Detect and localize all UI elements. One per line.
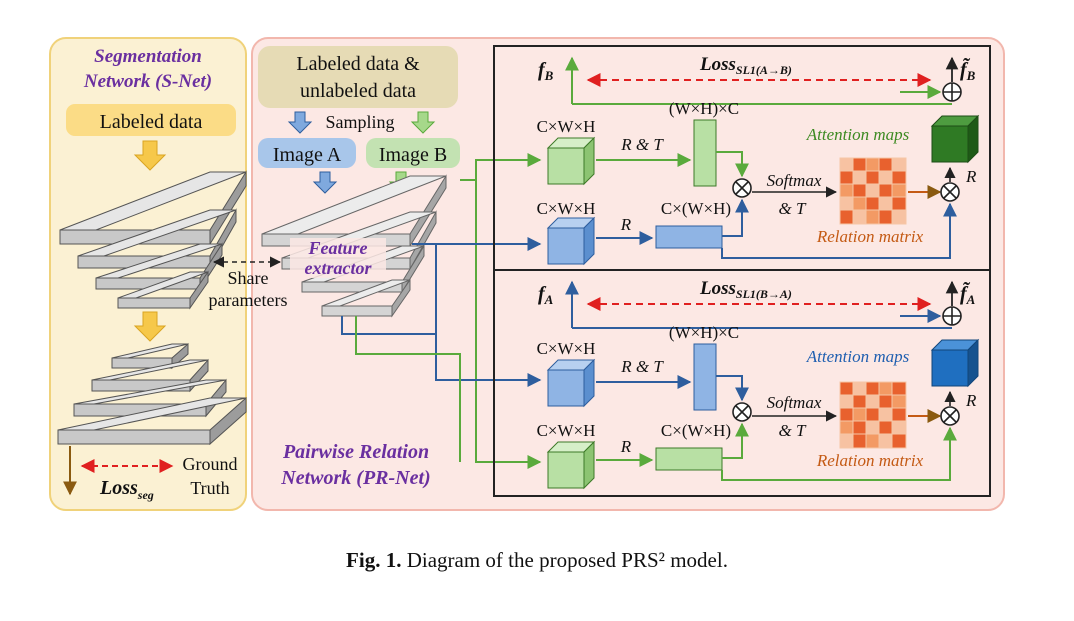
attention-maps-label: Attention maps [806,347,910,366]
sampling-label: Sampling [325,112,394,132]
ftilde-b-label: f̃B [960,57,976,83]
feature-cube-blue [546,216,596,266]
down-arrow-icon [133,140,167,171]
r-label: R [620,215,632,234]
relation-matrix-label: Relation matrix [816,451,924,470]
multiply-icon-glyph [943,409,957,423]
down-arrow-icon [312,171,338,194]
whc-label: (W×H)×C [669,323,739,342]
snet-title-line2: Network (S-Net) [83,71,212,92]
image-b-box [366,138,460,168]
reshaped-feature-green [693,119,717,187]
fb-label: fB [538,59,554,83]
cwh-label-1: C×W×H [537,117,596,136]
feature-cube-green [546,136,596,186]
image-b-label: Image B [379,144,447,166]
data-source-box [258,46,458,108]
cwh-label-1: C×W×H [537,339,596,358]
and-t-label: & T [779,421,807,440]
feature-cube-green [546,440,596,490]
blue-bypass-line [721,202,957,259]
rt-label: R & T [620,357,664,376]
relation-matrix [839,381,907,449]
encoder-stack [59,170,247,310]
image-a-box [258,138,356,168]
down-arrow-icon [133,311,167,342]
caption-text: Diagram of the proposed PRS² model. [406,548,728,572]
down-arrow-icon [410,111,436,134]
data-source-line2: unlabeled data [300,80,416,102]
r-label: R [620,437,632,456]
decoder-stack [57,342,247,446]
feature-extractor-line2: extractor [305,258,373,278]
ground-truth-line1: Ground [183,454,238,474]
attention-cube-blue [930,338,980,388]
labeled-data-label: Labeled data [100,111,203,133]
attention-cube-green [930,114,980,164]
softmax-label: Softmax [767,393,822,412]
feature-cube-blue [546,358,596,408]
relation-matrix-label: Relation matrix [816,227,924,246]
fa-label: fA [538,283,554,307]
share-label-line2: parameters [209,290,288,310]
image-a-label: Image A [273,144,342,166]
ground-truth-line2: Truth [190,478,229,498]
data-source-line1: Labeled data & [296,53,420,75]
cwh-flat-label: C×(W×H) [661,421,731,440]
ftilde-a-label: f̃A [960,281,976,307]
multiply-icon-glyph [943,185,957,199]
r-up-label: R [965,391,977,410]
prnet-title-line1: Pairwise Relation [282,441,429,463]
feature-extractor-label-bg [290,238,386,278]
prnet-title-line2: Network (PR-Net) [280,467,430,489]
loss-seg-label: Lossseg [99,477,154,502]
routing-lines [341,153,542,469]
green-bypass-line [721,426,957,481]
snet-title-line1: Segmentation [94,46,202,67]
multiply-icon-glyph [735,405,749,419]
blue-to-mult [722,198,749,237]
snet-panel [49,37,247,511]
branch-a-box [493,269,991,497]
whc-label: (W×H)×C [669,99,739,118]
green-to-mult [722,422,749,459]
blue-to-mult [716,375,749,402]
cwh-label-2: C×W×H [537,199,596,218]
attention-maps-label: Attention maps [806,125,910,144]
cwh-flat-label: C×(W×H) [661,199,731,218]
feature-extractor-line1: Feature [307,238,367,258]
prs2-diagram: Segmentation Network (S-Net) Labeled dat… [49,37,1005,511]
and-t-label: & T [779,199,807,218]
cwh-label-2: C×W×H [537,421,596,440]
plus-icon-glyph [943,83,961,101]
green-to-mult [716,151,749,178]
down-arrow-icon [287,111,313,134]
softmax-label: Softmax [767,171,822,190]
share-label-line1: Share [228,268,269,288]
figure-caption: Fig. 1. Diagram of the proposed PRS² mod… [0,548,1074,573]
r-up-label: R [965,167,977,186]
multiply-icon-glyph [735,181,749,195]
relation-matrix [839,157,907,225]
reshaped-feature-blue [655,225,723,249]
caption-label: Fig. 1. [346,548,402,572]
reshaped-feature-green [655,447,723,471]
plus-icon-glyph [943,307,961,325]
reshaped-feature-blue [693,343,717,411]
rt-label: R & T [620,135,664,154]
labeled-data-box [66,104,236,136]
